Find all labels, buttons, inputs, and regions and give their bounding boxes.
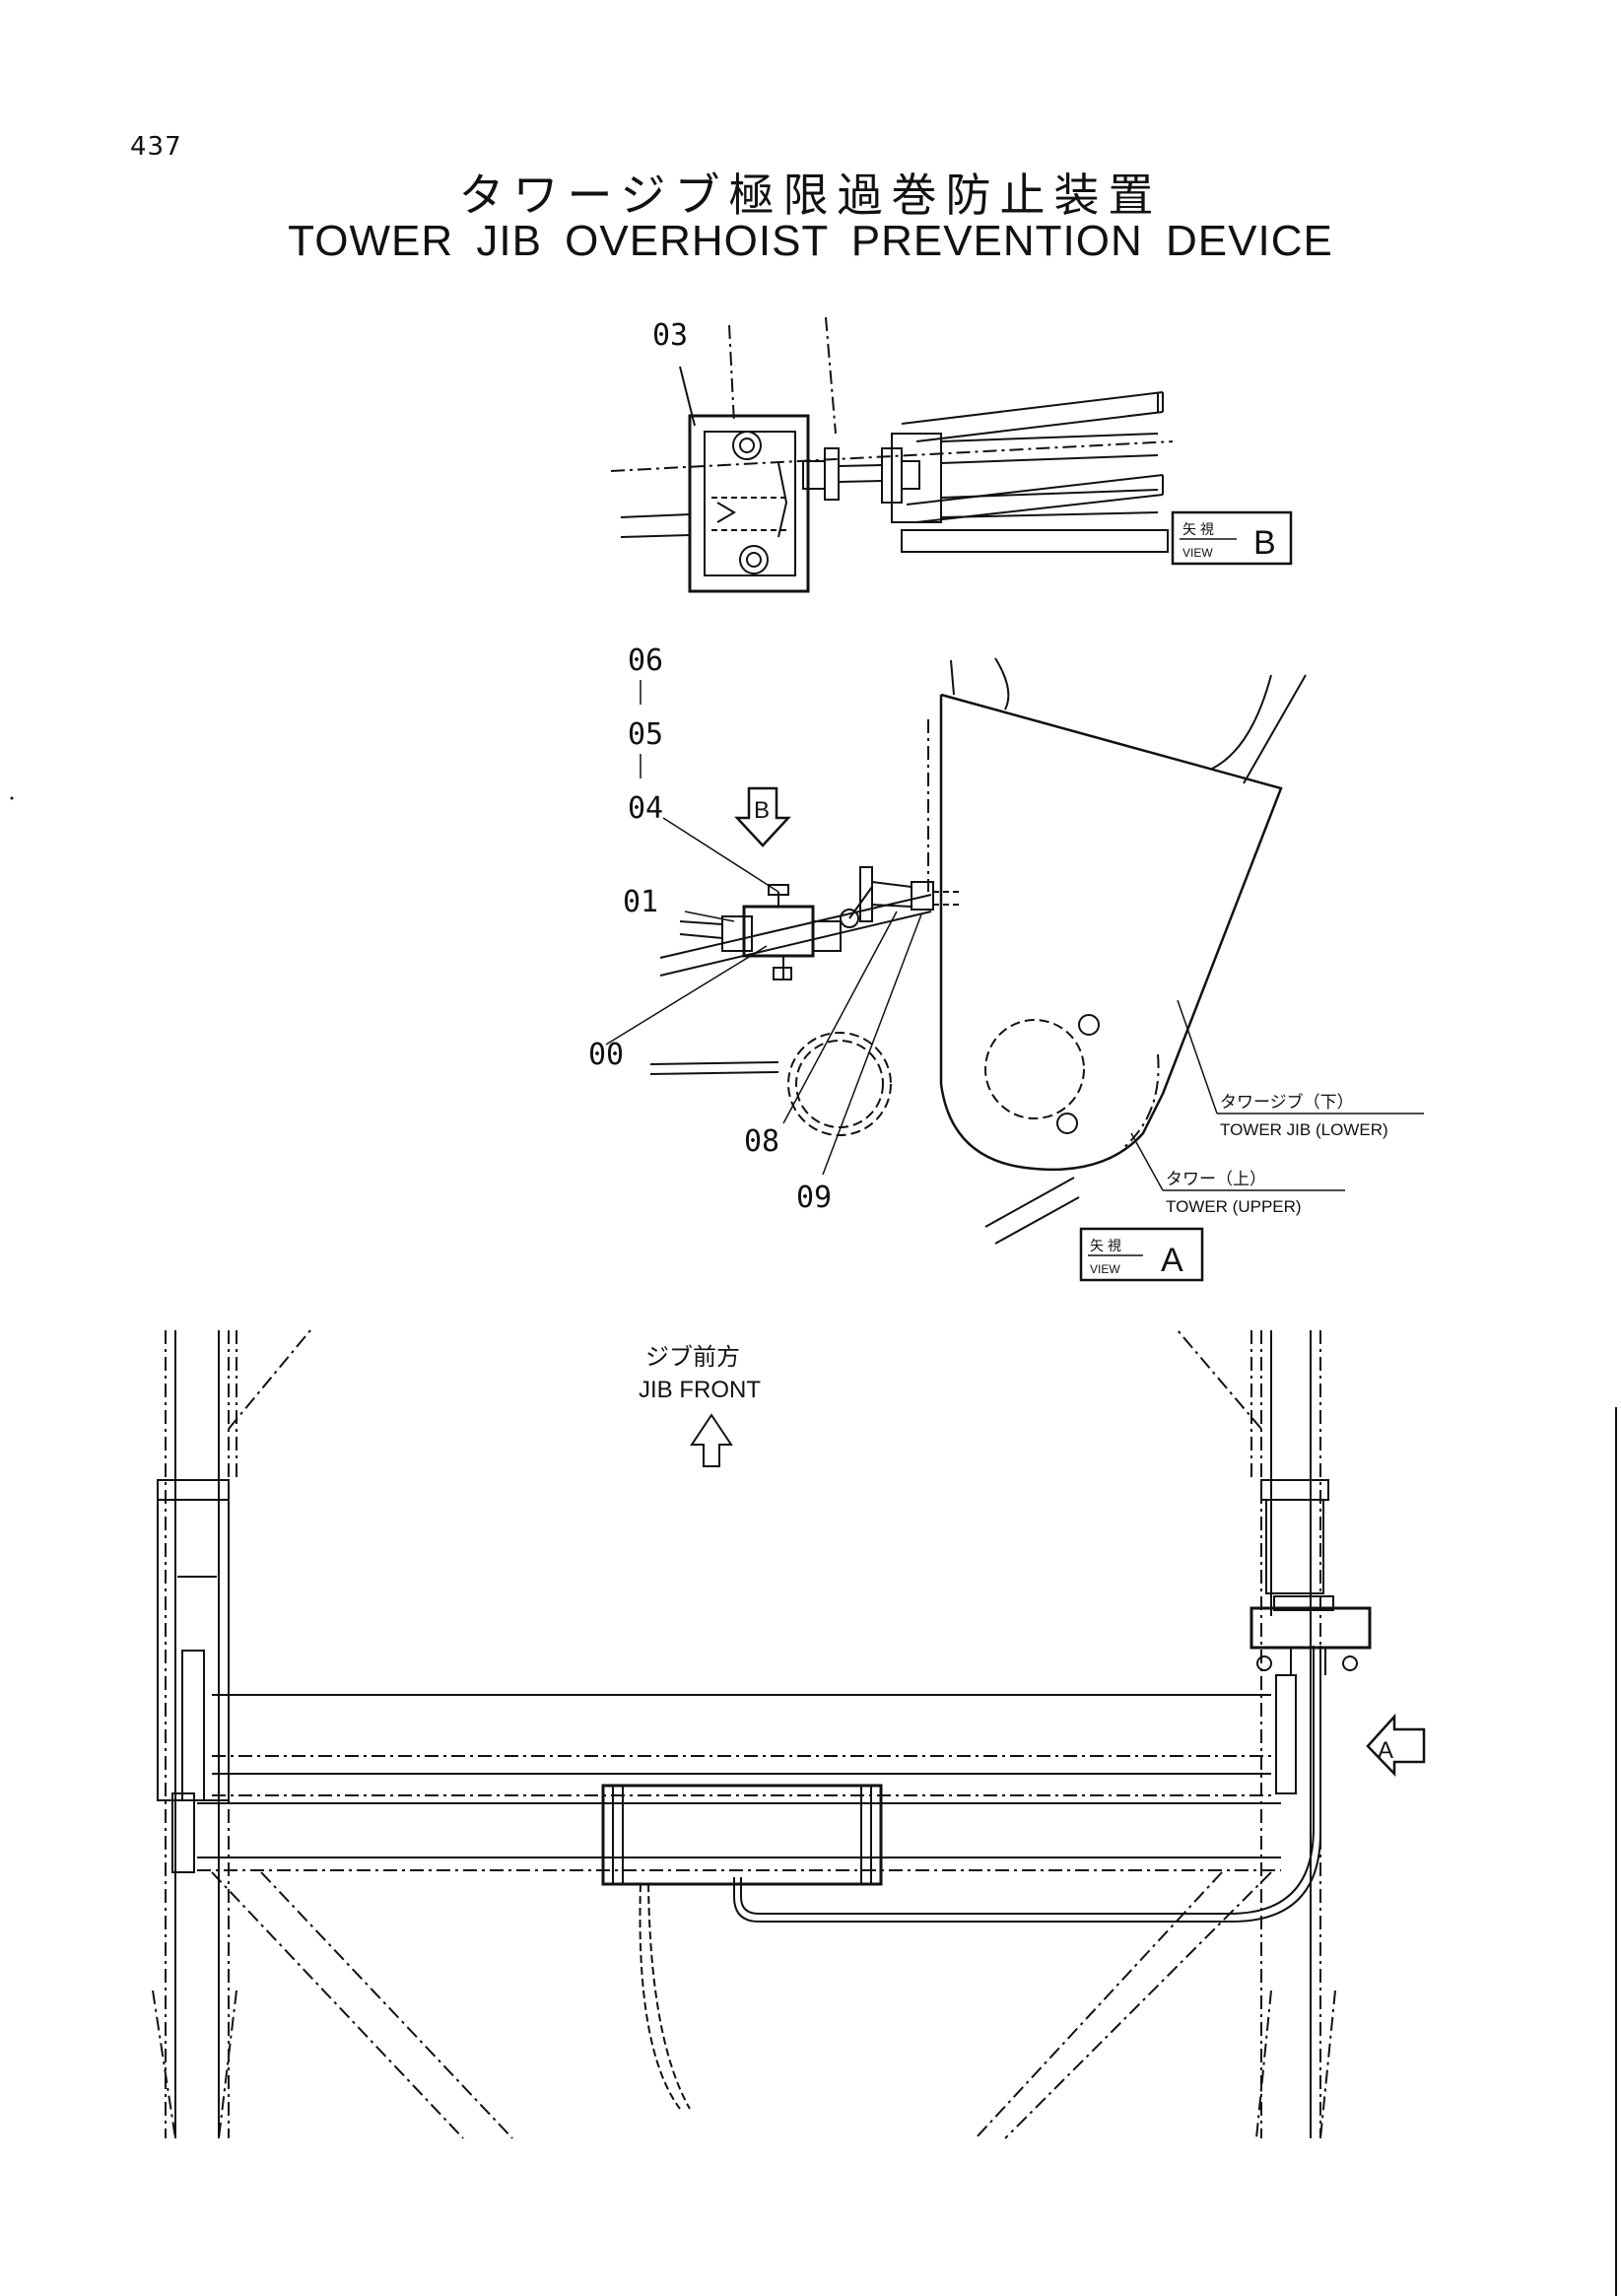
callout-tower-upper: タワー（上） TOWER (UPPER) xyxy=(1130,1132,1345,1216)
view-b-letter: B xyxy=(1253,524,1276,562)
part-label-03: 03 xyxy=(652,318,688,353)
callout-tower-jib-lower: タワージブ（下） TOWER JIB (LOWER) xyxy=(1177,999,1424,1139)
page-title-english: TOWER JIB OVERHOIST PREVENTION DEVICE xyxy=(288,217,1333,265)
part-label-06: 06 xyxy=(628,643,663,678)
page-title-japanese: タワージブ極限過巻防止装置 xyxy=(458,169,1163,222)
plan-view xyxy=(152,1329,1372,2139)
arrow-b-letter: B xyxy=(754,797,770,824)
tower-upper-jp: タワー（上） xyxy=(1166,1170,1266,1188)
jib-front-indicator: ジブ前方 JIB FRONT xyxy=(639,1344,761,1467)
view-b-jp: 矢 視 xyxy=(1182,521,1214,537)
jib-front-jp: ジブ前方 xyxy=(645,1344,740,1371)
jib-front-arrow-icon xyxy=(690,1413,733,1467)
view-a-label-box: 矢 視 VIEW A xyxy=(1079,1227,1204,1282)
view-b-label-box: 矢 視 VIEW B xyxy=(1171,510,1293,566)
view-b-detail xyxy=(610,316,1174,593)
view-b-en: VIEW xyxy=(1182,546,1213,560)
part-label-05: 05 xyxy=(628,717,663,752)
tower-jib-lower-en: TOWER JIB (LOWER) xyxy=(1220,1120,1388,1139)
view-a-letter: A xyxy=(1161,1242,1183,1279)
part-label-04: 04 xyxy=(628,791,663,826)
part-label-08: 08 xyxy=(744,1124,779,1159)
part-label-00: 00 xyxy=(588,1038,624,1072)
jib-front-en: JIB FRONT xyxy=(639,1377,761,1403)
part-label-09: 09 xyxy=(796,1181,832,1215)
arrow-a-letter: A xyxy=(1378,1737,1393,1764)
view-a-en: VIEW xyxy=(1090,1262,1120,1276)
page-number: 437 xyxy=(130,132,182,162)
view-a-detail xyxy=(605,657,1307,1245)
view-a-jp: 矢 視 xyxy=(1090,1238,1121,1253)
arrow-a: A xyxy=(1366,1713,1426,1778)
arrow-b: B xyxy=(734,786,791,847)
tower-upper-en: TOWER (UPPER) xyxy=(1166,1197,1302,1216)
tower-jib-lower-jp: タワージブ（下） xyxy=(1220,1092,1354,1112)
part-label-01: 01 xyxy=(623,885,658,919)
